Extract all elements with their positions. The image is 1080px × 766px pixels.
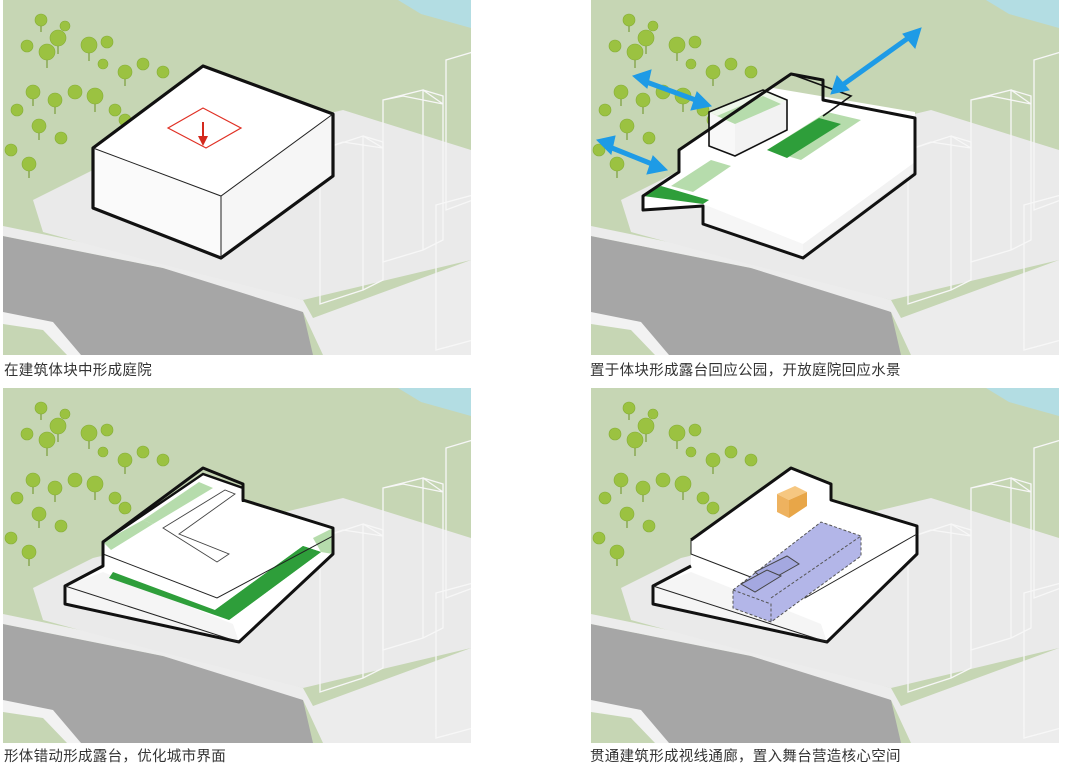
massing-diagram-3 <box>3 388 471 744</box>
caption-2: 置于体块形成露台回应公园，开放庭院回应水景 <box>590 362 901 380</box>
diagram-panel-staggered <box>3 388 471 744</box>
diagram-panel-corridor-stage <box>591 388 1059 744</box>
caption-4: 贯通建筑形成视线通廊，置入舞台营造核心空间 <box>590 748 901 766</box>
diagram-panel-terrace-park <box>591 0 1059 356</box>
caption-1: 在建筑体块中形成庭院 <box>4 362 152 380</box>
diagram-panel-courtyard <box>3 0 471 356</box>
massing-diagram-2 <box>591 0 1059 356</box>
massing-diagram-4 <box>591 388 1059 744</box>
massing-diagram-1 <box>3 0 471 356</box>
caption-3: 形体错动形成露台，优化城市界面 <box>4 748 226 766</box>
